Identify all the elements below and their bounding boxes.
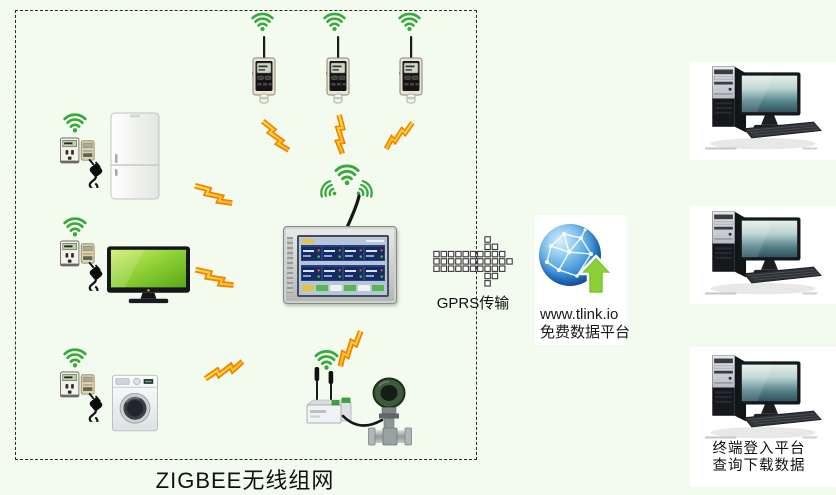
appliance-node-washer — [58, 345, 168, 440]
terminal-caption: 终端登入平台 查询下载数据 — [698, 441, 820, 475]
gateway-vent — [287, 237, 293, 293]
smart-plug-meter-icon — [60, 239, 108, 291]
tv-icon — [107, 246, 190, 304]
data-logger-icon — [252, 36, 276, 104]
wifi-icon — [62, 113, 88, 133]
sensor-node-2 — [318, 12, 366, 106]
gateway-data-row — [301, 245, 385, 261]
zigbee-gateway-icon — [283, 226, 397, 304]
platform-url: www.tlink.io — [540, 306, 619, 323]
gateway-data-row — [301, 265, 385, 281]
sensor-node-3 — [393, 12, 441, 106]
terminal-caption-line1: 终端登入平台 — [712, 441, 806, 457]
upload-arrow-icon — [577, 254, 615, 296]
wifi-icon — [322, 12, 347, 32]
cable — [341, 414, 384, 427]
appliance-node-refrigerator — [58, 110, 168, 205]
gateway-note — [366, 239, 384, 242]
desktop-computer-icon — [701, 353, 823, 441]
gprs-label: GPRS传输 — [436, 295, 510, 312]
data-logger-icon — [399, 36, 423, 104]
gprs-pixel-arrow-icon — [433, 236, 513, 287]
gateway-screen — [297, 235, 389, 297]
wifi-icon — [250, 12, 275, 32]
smart-plug-meter-icon — [60, 136, 108, 188]
refrigerator-icon — [110, 112, 160, 200]
zigbee-caption: ZIGBEE无线组网 — [155, 468, 335, 493]
sensor-node-1 — [246, 12, 294, 106]
gateway-toolbar — [302, 285, 384, 291]
smart-plug-meter-icon — [60, 370, 108, 422]
platform-name: 免费数据平台 — [540, 324, 631, 341]
flow-meter-icon — [368, 377, 412, 446]
flow-meter-node — [300, 345, 420, 455]
washing-machine-icon — [112, 374, 158, 432]
zigbee-network-boundary — [15, 10, 477, 460]
appliance-node-tv — [58, 214, 193, 309]
desktop-computer-icon — [701, 64, 823, 152]
platform-caption: www.tlink.io 免费数据平台 — [540, 306, 650, 342]
wireless-rtu-icon — [306, 367, 352, 424]
lightning-icon — [202, 353, 247, 389]
globe-network-mesh — [545, 228, 593, 278]
wifi-icon — [62, 217, 88, 237]
wifi-icon — [397, 12, 422, 32]
terminal-caption-line2: 查询下载数据 — [712, 458, 806, 474]
gateway-logo — [302, 239, 314, 243]
wifi-icon — [62, 348, 88, 368]
desktop-computer-icon — [701, 209, 823, 297]
data-logger-icon — [326, 36, 350, 104]
